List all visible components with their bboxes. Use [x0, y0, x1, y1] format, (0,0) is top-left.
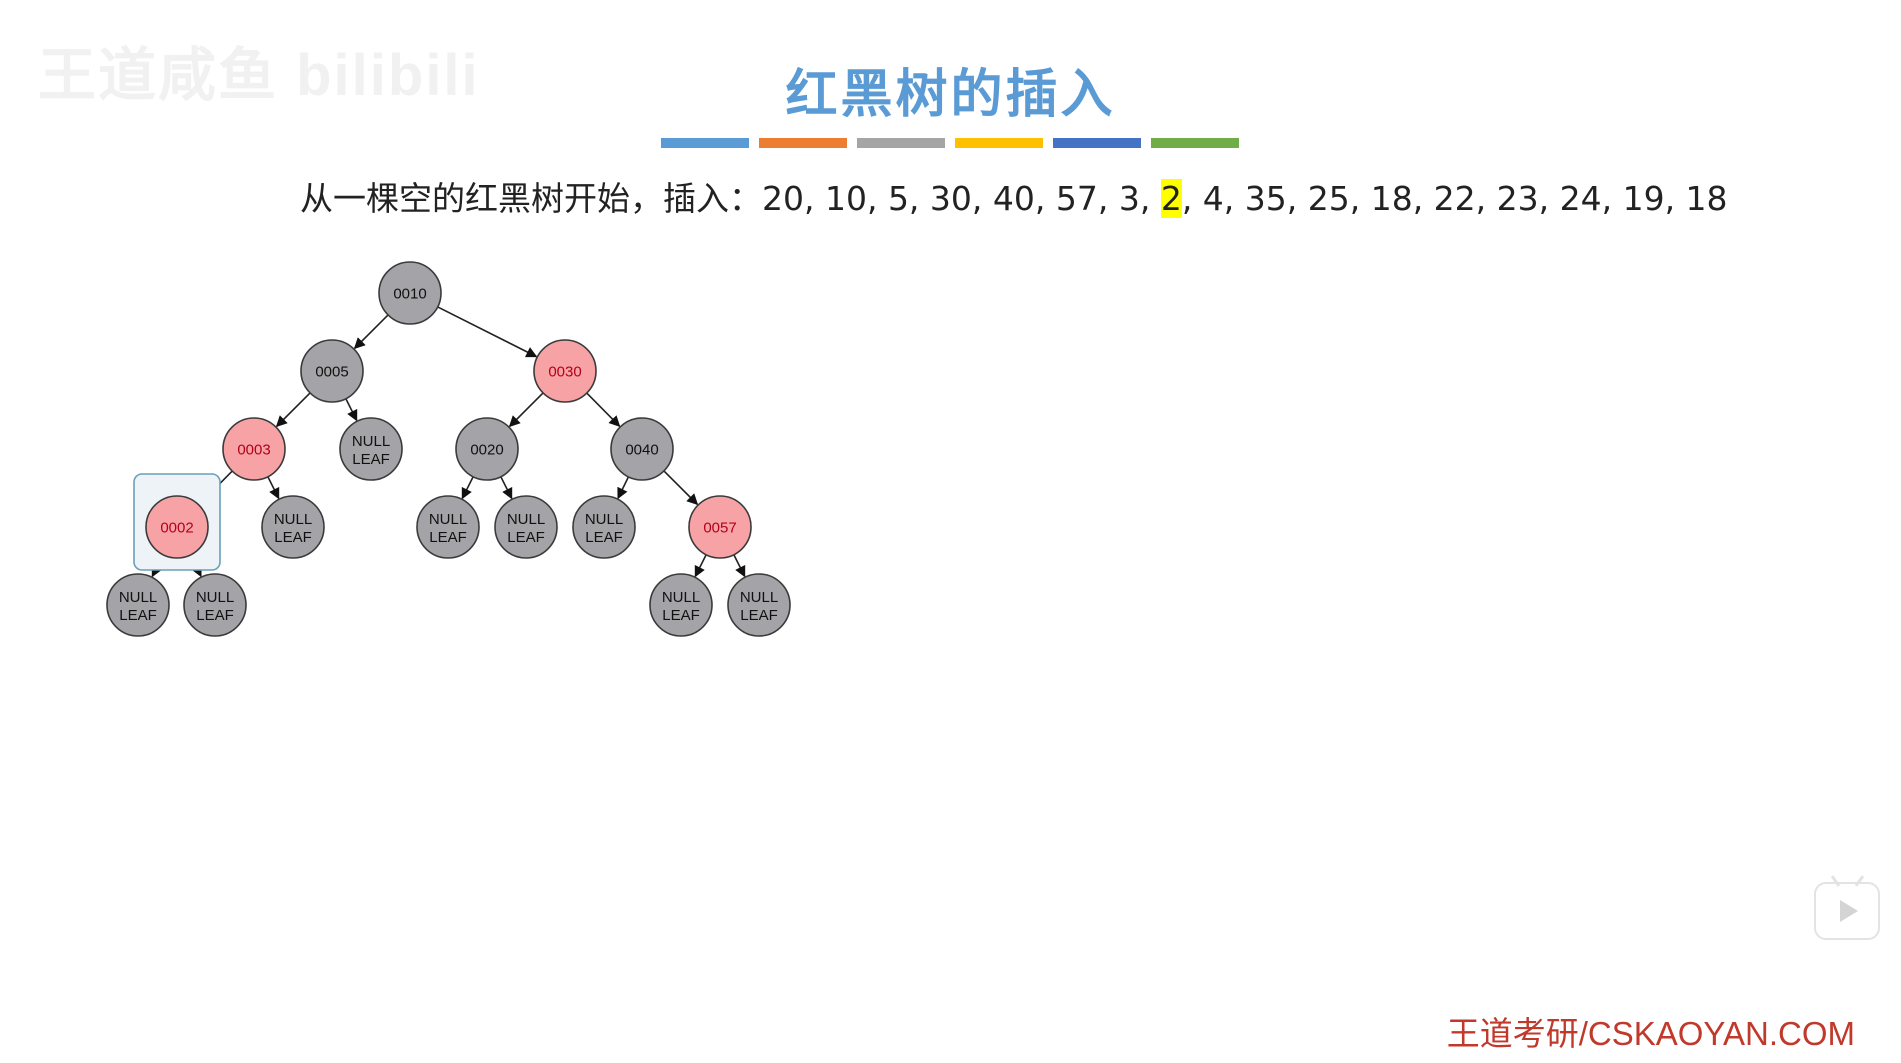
tree-node-circle [300, 339, 364, 403]
tree-node-circle [688, 495, 752, 559]
tree-node-circle [339, 417, 403, 481]
tree-node-label: 0020 [470, 442, 503, 459]
tree-edge-n10-n5 [353, 314, 389, 350]
tree-edge-n57-nl8 [694, 554, 707, 578]
tree-node-0010: 0010 [378, 261, 442, 325]
tree-node-circle [610, 417, 674, 481]
sequence-suffix: , 4, 35, 25, 18, 22, 23, 24, 19, 18 [1181, 179, 1728, 218]
tree-edge-n30-n40 [586, 392, 621, 428]
color-bar-segment [857, 138, 945, 148]
tree-node-circle [416, 495, 480, 559]
color-bar-segment [955, 138, 1043, 148]
tree-edge-n30-n20 [508, 392, 544, 428]
title-color-bar [661, 138, 1239, 148]
play-icon [1840, 900, 1858, 922]
tree-node-circle [222, 417, 286, 481]
slide-title: 红黑树的插入 [785, 65, 1116, 125]
tree-node-label: 0057 [703, 520, 736, 537]
tree-node-0002: 0002 [145, 495, 209, 559]
tree-edge-n20-nl3 [461, 476, 474, 500]
tree-node-label: 0003 [237, 442, 270, 459]
tree-node-0030: 0030 [533, 339, 597, 403]
tree-node-circle [455, 417, 519, 481]
tree-edge-n57-nl9 [733, 554, 746, 578]
tree-node-circle [145, 495, 209, 559]
tree-node-circle [183, 573, 247, 637]
tree-edge-n10-n30 [437, 306, 538, 358]
tree-node-label: 0040 [625, 442, 658, 459]
tree-node-0005: 0005 [300, 339, 364, 403]
tree-node-circle [378, 261, 442, 325]
sequence-current-key: 2 [1160, 179, 1182, 218]
insert-sequence: 从一棵空的红黑树开始，插入：20, 10, 5, 30, 40, 57, 3, … [300, 172, 1728, 220]
tree-node-circle [533, 339, 597, 403]
tree-edge-n40-nl5 [617, 476, 630, 500]
color-bar-segment [1151, 138, 1239, 148]
tree-node-circle [494, 495, 558, 559]
tree-edge-n3-nl2 [267, 476, 280, 500]
tree-node-circle [106, 573, 170, 637]
tree-node-label: 0030 [548, 364, 581, 381]
color-bar-segment [759, 138, 847, 148]
tree-node-0003: 0003 [222, 417, 286, 481]
play-button[interactable] [1814, 875, 1880, 940]
color-bar-segment [1053, 138, 1141, 148]
color-bar-segment [661, 138, 749, 148]
tree-edge-n5-nl1 [345, 398, 358, 422]
tree-edge-n5-n3 [275, 392, 311, 428]
tree-node-0057: 0057 [688, 495, 752, 559]
sequence-prefix: 从一棵空的红黑树开始，插入：20, 10, 5, 30, 40, 57, 3, [300, 179, 1161, 218]
tree-node-circle [727, 573, 791, 637]
tree-node-circle [572, 495, 636, 559]
tree-edge-n20-nl4 [500, 476, 513, 500]
watermark: 王道咸鱼 bilibili [38, 43, 480, 108]
tree-node-circle [261, 495, 325, 559]
tree-node-0020: 0020 [455, 417, 519, 481]
tree-node-label: 0002 [160, 520, 193, 537]
tree-node-circle [649, 573, 713, 637]
tree-node-0040: 0040 [610, 417, 674, 481]
tree-edge-n40-n57 [663, 470, 699, 506]
tree-node-label: 0005 [315, 364, 348, 381]
tree-node-label: 0010 [393, 286, 426, 303]
footer-brand: 王道考研/CSKAOYAN.COM [1446, 1015, 1855, 1052]
